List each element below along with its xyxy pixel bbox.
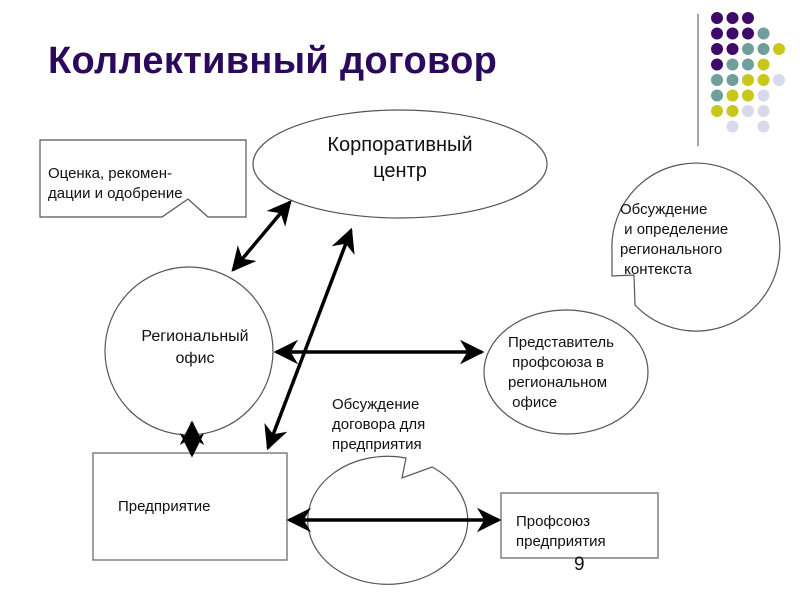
decor-dot [757, 89, 770, 102]
slide-title: Коллективный договор [48, 40, 498, 82]
decor-divider-line [697, 14, 699, 146]
evaluation-label: Оценка, рекомен-дации и одобрение [48, 165, 183, 202]
decor-dot [711, 12, 723, 24]
arrow-regional-office-corporate-center [231, 200, 292, 272]
decor-dot [711, 89, 723, 102]
decor-dot [742, 43, 754, 55]
decor-dots-grid [711, 12, 785, 133]
decor-dot [742, 12, 754, 24]
decor-dot [757, 105, 770, 117]
decor-dot [757, 58, 770, 71]
decor-dot [711, 27, 723, 40]
decor-dot [757, 120, 770, 133]
decor-dot [726, 43, 739, 55]
decor-dot [726, 74, 739, 86]
enterprise-union-node[interactable] [500, 492, 659, 559]
decor-dot [742, 89, 754, 102]
decor-dot [773, 43, 785, 55]
decor-dot [726, 89, 739, 102]
union-rep-node[interactable] [483, 309, 649, 435]
decor-dot [742, 74, 754, 86]
regional-context-callout[interactable] [611, 162, 781, 332]
decor-dot [773, 74, 785, 86]
corporate-center-node[interactable] [252, 109, 548, 219]
page-number: 9 [574, 554, 585, 575]
decor-dot [726, 58, 739, 71]
decor-dot [742, 27, 754, 40]
decor-dot [742, 105, 754, 117]
decor-dot [711, 105, 723, 117]
decor-dot [711, 43, 723, 55]
decor-dot [711, 74, 723, 86]
decor-dot [757, 43, 770, 55]
decor-dot [726, 105, 739, 117]
evaluation-callout[interactable] [39, 139, 247, 218]
arrow-enterprise-corporate-center [264, 227, 355, 451]
decor-dot [711, 58, 723, 71]
decor-dot [726, 12, 739, 24]
decor-dot [726, 120, 739, 133]
enterprise-node[interactable] [92, 452, 288, 561]
decor-dot [757, 27, 770, 40]
decor-dot [726, 27, 739, 40]
enterprise-label: Предприятие [118, 498, 211, 515]
decor-dot [742, 58, 754, 71]
decor-dot [757, 74, 770, 86]
